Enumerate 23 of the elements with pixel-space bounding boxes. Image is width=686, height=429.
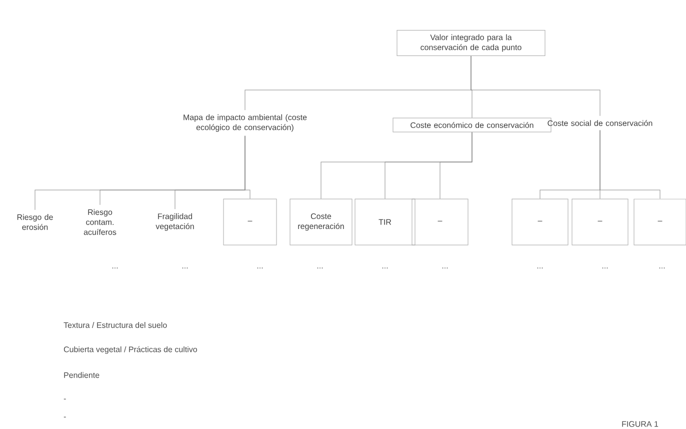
node-box: – <box>223 198 277 246</box>
node-text: Mapa de impacto ambiental (coste ecológico de conservación) <box>184 114 307 132</box>
note-text: FIGURA 1 <box>622 421 658 427</box>
note-text: Pendiente <box>64 372 100 378</box>
node-box: TIR <box>354 198 416 246</box>
connector <box>600 130 660 199</box>
node-box: – <box>412 198 468 246</box>
connector <box>440 132 472 199</box>
node-text: Fragilidad vegetación <box>156 213 194 231</box>
node-box: Coste regeneración <box>290 198 352 246</box>
node-text: Riesgo contam. acuíferos <box>84 209 116 235</box>
node-text: Coste social de conservación <box>548 120 652 126</box>
connector <box>244 136 250 199</box>
node-box: – <box>512 198 568 246</box>
node-box: – <box>634 198 686 246</box>
note-text: Textura / Estructura del suelo <box>64 322 167 328</box>
node-box: – <box>572 198 628 246</box>
note-text: - <box>64 398 66 400</box>
connector <box>470 56 600 116</box>
note-text: - <box>64 416 66 418</box>
node-box: Valor integrado para la conservación de cada punto <box>396 30 546 56</box>
node-text: Riesgo de erosión <box>17 214 53 230</box>
note-text: Cubierta vegetal / Prácticas de cultivo <box>64 346 198 354</box>
